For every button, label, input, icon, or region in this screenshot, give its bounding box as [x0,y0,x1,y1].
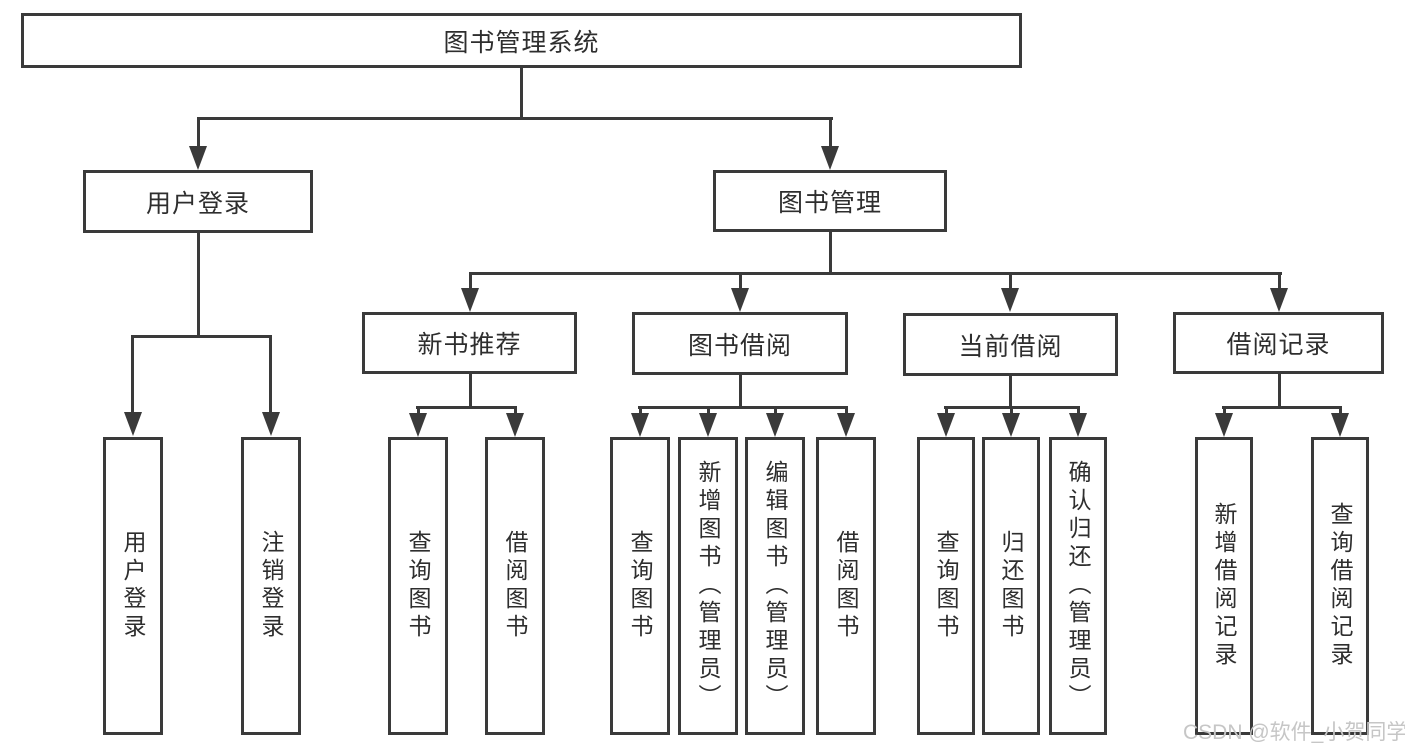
node-label: 借阅记录 [1226,331,1331,359]
leaf-return-books: 归还图书 [982,437,1040,735]
leaf-label: 确认归还（管理员） [1065,460,1091,712]
arrow-down-icon [837,413,855,437]
connector-line [197,117,200,150]
connector-line [469,272,472,292]
leaf-label: 编辑图书（管理员） [762,460,788,712]
leaf-label: 查询图书 [627,530,653,642]
leaf-label: 查询图书 [405,530,431,642]
node-book-management: 图书管理 [713,170,947,232]
connector-line [1223,406,1226,418]
node-user-login-branch: 用户登录 [83,170,313,233]
leaf-add-books-admin: 新增图书（管理员） [678,437,738,735]
csdn-watermark: CSDN @软件_小贺同学 [1183,721,1405,744]
leaf-query-books-current: 查询图书 [917,437,975,735]
connector-line [469,373,472,408]
connector-line [829,231,832,275]
leaf-logout: 注销登录 [241,437,301,735]
arrow-down-icon [1069,413,1087,437]
arrow-down-icon [506,413,524,437]
connector-line [1222,406,1342,409]
arrow-down-icon [1002,413,1020,437]
leaf-user-login: 用户登录 [103,437,163,735]
leaf-borrow-books: 借阅图书 [816,437,876,735]
leaf-query-books-borrowing: 查询图书 [610,437,670,735]
node-label: 当前借阅 [958,332,1063,361]
leaf-label: 新增图书（管理员） [695,460,721,712]
leaf-query-books-recommend: 查询图书 [388,437,448,735]
leaf-label: 新增借阅记录 [1211,502,1237,670]
node-label: 图书借阅 [687,331,792,360]
connector-line [829,117,832,150]
arrow-down-icon [409,413,427,437]
leaf-confirm-return-admin: 确认归还（管理员） [1049,437,1107,735]
leaf-label: 归还图书 [998,530,1024,642]
connector-line [739,373,742,408]
arrow-down-icon [731,288,749,312]
connector-line [269,335,272,414]
leaf-label: 注销登录 [258,530,284,642]
connector-line [469,272,1282,275]
arrow-down-icon [124,412,142,436]
leaf-label: 用户登录 [120,530,146,642]
leaf-add-borrow-record: 新增借阅记录 [1195,437,1253,735]
connector-line [639,406,642,418]
connector-line [945,406,948,418]
connector-line [520,66,523,117]
arrow-down-icon [1331,413,1349,437]
leaf-label: 借阅图书 [833,530,859,642]
connector-line [197,231,200,338]
node-label: 用户登录 [145,189,250,218]
node-label: 新书推荐 [417,331,522,359]
connector-line [774,406,777,418]
connector-line [707,406,710,418]
leaf-edit-books-admin: 编辑图书（管理员） [745,437,805,735]
arrow-down-icon [631,413,649,437]
connector-line [416,406,517,409]
arrow-down-icon [1001,288,1019,312]
connector-line [845,406,848,418]
connector-line [1278,373,1281,408]
arrow-down-icon [189,146,207,170]
arrow-down-icon [1270,288,1288,312]
arrow-down-icon [461,288,479,312]
node-borrowing-records: 借阅记录 [1173,312,1384,374]
node-current-borrowing: 当前借阅 [903,313,1118,376]
arrow-down-icon [821,146,839,170]
node-label: 图书管理 [777,189,882,217]
connector-line [131,335,272,338]
connector-line [131,335,134,414]
leaf-label: 查询借阅记录 [1327,502,1353,670]
leaf-query-borrow-record: 查询借阅记录 [1311,437,1369,735]
node-library-management-system: 图书管理系统 [21,13,1022,68]
connector-line [1010,406,1013,418]
leaf-borrow-books-recommend: 借阅图书 [485,437,545,735]
connector-line [1009,374,1012,408]
node-book-borrowing: 图书借阅 [632,312,848,375]
node-new-book-recommend: 新书推荐 [362,312,577,374]
leaf-label: 借阅图书 [502,530,528,642]
node-label: 图书管理系统 [443,28,600,57]
arrow-down-icon [1215,413,1233,437]
connector-line [1278,272,1281,292]
arrow-down-icon [262,412,280,436]
connector-line [417,406,420,418]
arrow-down-icon [766,413,784,437]
leaf-label: 查询图书 [933,530,959,642]
connector-line [1077,406,1080,418]
arrow-down-icon [699,413,717,437]
connector-line [197,117,833,120]
arrow-down-icon [937,413,955,437]
connector-line [1009,272,1012,292]
connector-line [638,406,848,409]
connector-line [1339,406,1342,418]
connector-line [514,406,517,418]
connector-line [739,272,742,292]
